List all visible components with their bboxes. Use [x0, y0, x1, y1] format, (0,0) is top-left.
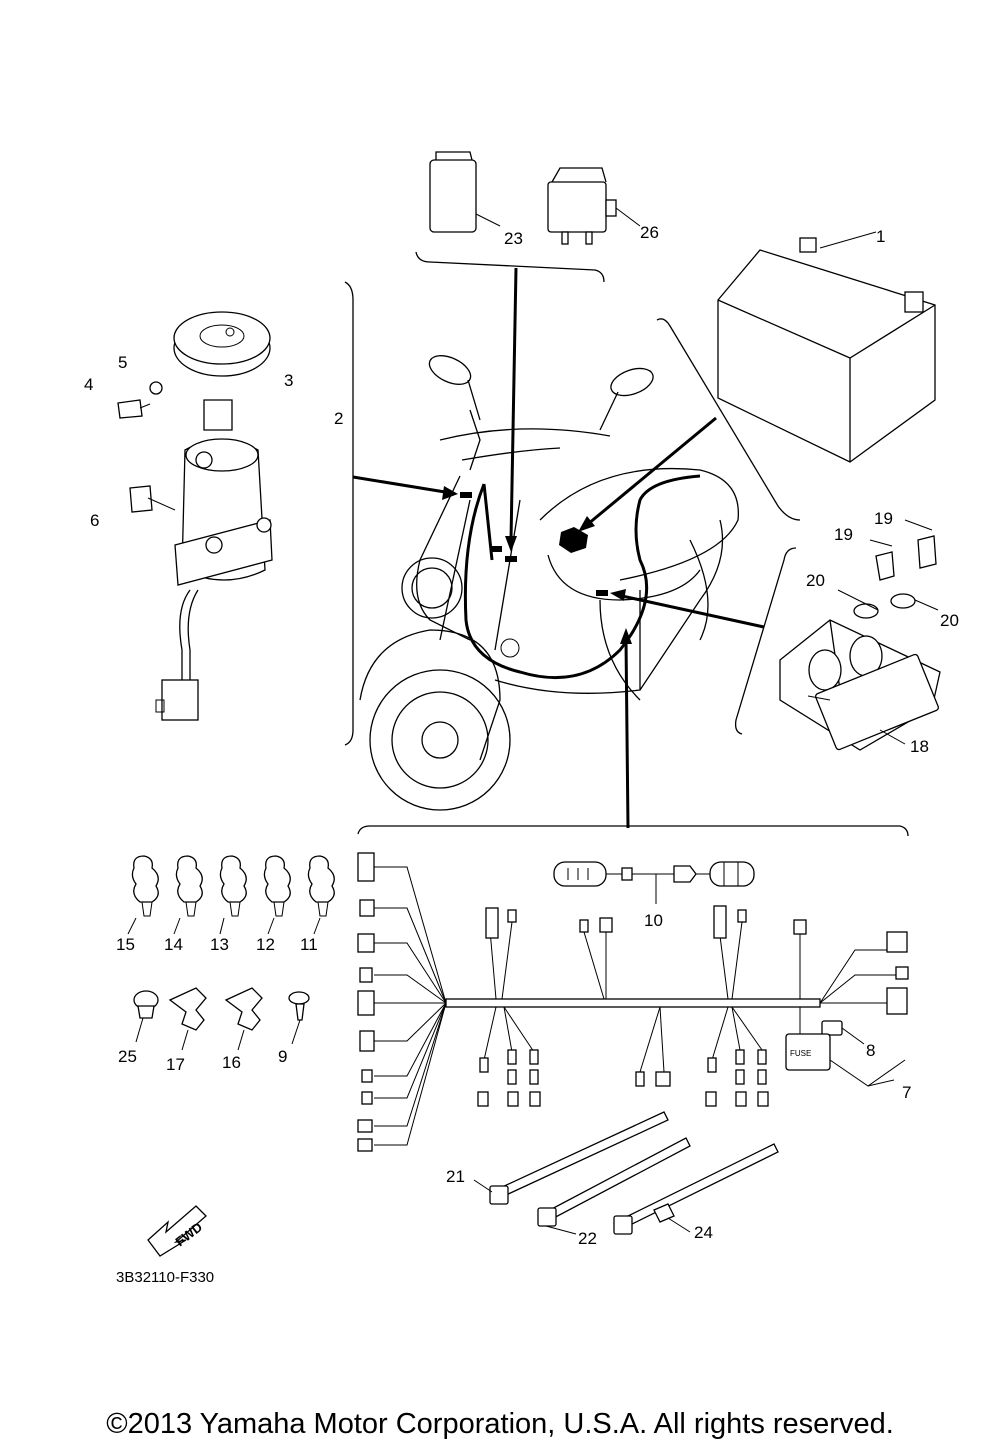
- callout-17: 17: [166, 1055, 185, 1074]
- callout-8: 8: [866, 1041, 875, 1060]
- callout-21: 21: [446, 1167, 465, 1186]
- callout-1: 1: [876, 227, 885, 246]
- callout-19a: 19: [834, 525, 853, 544]
- main-switch-assembly: [117, 281, 354, 746]
- pointer-lines: [352, 267, 765, 829]
- callout-6: 6: [90, 511, 99, 530]
- callout-labels: 1 2 3 4 5 6 7 8 9 10 11 12 13 14 15 16 1…: [84, 223, 959, 1248]
- callout-25: 25: [118, 1047, 137, 1066]
- callout-7: 7: [902, 1083, 911, 1102]
- fastener-row: [133, 987, 310, 1051]
- copyright-notice: ©2013 Yamaha Motor Corporation, U.S.A. A…: [106, 1408, 894, 1440]
- callout-18: 18: [910, 737, 929, 756]
- callout-4: 4: [84, 375, 93, 394]
- fwd-arrow: [147, 1205, 207, 1257]
- fuse-label: FUSE: [790, 1049, 811, 1058]
- cable-ties: [473, 1111, 779, 1235]
- callout-20a: 20: [806, 571, 825, 590]
- wire-harness-group: [357, 825, 909, 1152]
- callout-5: 5: [118, 353, 127, 372]
- callout-13: 13: [210, 935, 229, 954]
- callout-11: 11: [300, 935, 318, 954]
- callout-15: 15: [116, 935, 135, 954]
- callout-20b: 20: [940, 611, 959, 630]
- part-code: 3B32110-F330: [116, 1269, 214, 1286]
- callout-14: 14: [164, 935, 183, 954]
- battery-group: [656, 231, 936, 521]
- callout-23: 23: [504, 229, 523, 248]
- callout-22: 22: [578, 1229, 597, 1248]
- callout-16: 16: [222, 1053, 241, 1072]
- callout-9: 9: [278, 1047, 287, 1066]
- callout-12: 12: [256, 935, 275, 954]
- clamp-row: [127, 855, 335, 935]
- callout-24: 24: [694, 1223, 713, 1242]
- callout-26: 26: [640, 223, 659, 242]
- callout-19b: 19: [874, 509, 893, 528]
- callout-10: 10: [644, 911, 663, 930]
- scooter-body: [359, 355, 739, 811]
- fuse-box-group: [734, 519, 941, 751]
- relay-group: [415, 151, 641, 283]
- callout-3: 3: [284, 371, 293, 390]
- callout-2: 2: [334, 409, 343, 428]
